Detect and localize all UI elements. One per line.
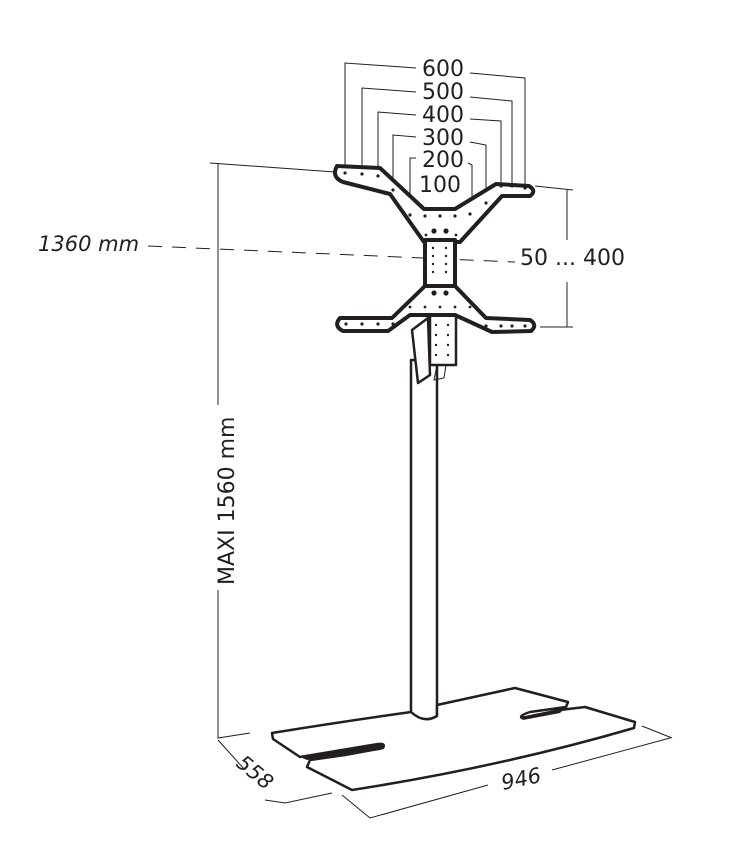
vesa-width-600: 600 <box>422 57 464 82</box>
vesa-width-100: 100 <box>419 173 461 198</box>
vesa-width-500: 500 <box>422 80 464 105</box>
pole <box>409 358 439 722</box>
base-depth-label: 558 <box>232 750 278 794</box>
vesa-height-dimension <box>534 185 574 328</box>
vesa-width-300: 300 <box>422 126 464 151</box>
max-height-dimension <box>209 162 336 739</box>
mount-block <box>410 308 458 385</box>
base-dimensions <box>217 725 673 819</box>
base-plate <box>270 686 637 792</box>
center-height-label: 1360 mm <box>38 232 139 256</box>
vesa-height-label: 50 ... 400 <box>520 246 625 271</box>
max-height-label: MAXI 1560 mm <box>215 417 240 585</box>
lower-vesa-bracket <box>335 284 537 357</box>
center-line <box>147 245 516 263</box>
base-width-label: 946 <box>499 763 543 795</box>
vesa-width-200: 200 <box>422 148 464 173</box>
upper-vesa-bracket <box>333 164 536 290</box>
vesa-width-400: 400 <box>422 103 464 128</box>
vesa-width-dimensions <box>344 62 526 205</box>
